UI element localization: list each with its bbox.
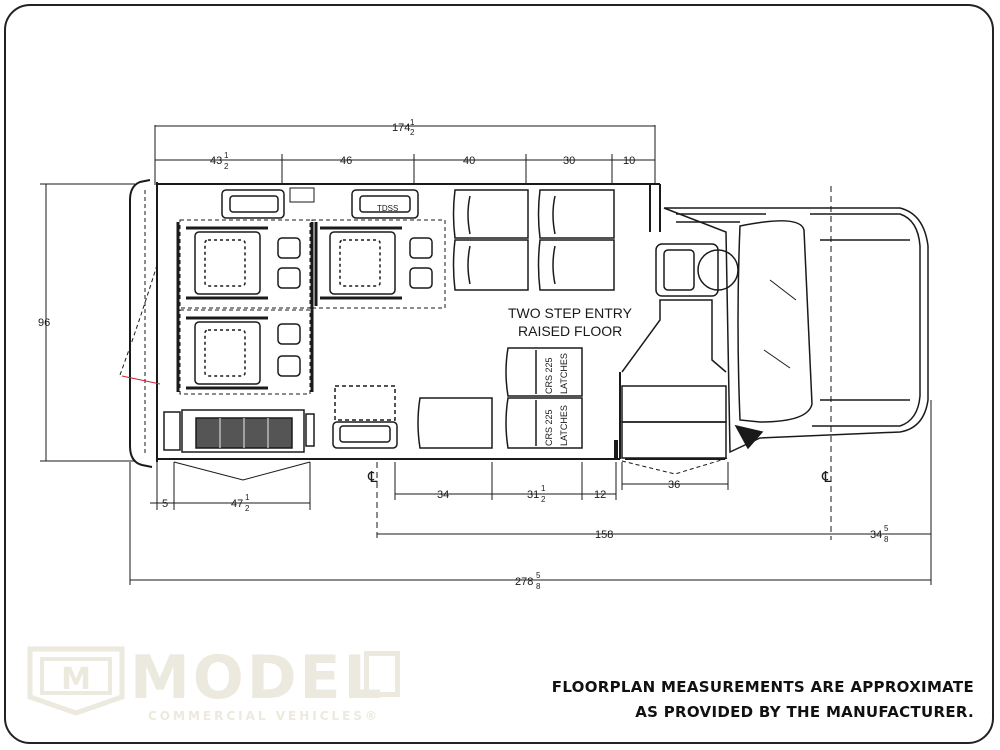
dim-34: 34 [437, 489, 449, 501]
logo-badge-icon: M [27, 646, 125, 716]
svg-text:2: 2 [410, 128, 415, 137]
logo-name: MODEL [130, 643, 385, 713]
top-dimensions [154, 125, 656, 185]
dim-seg-4: 30 [563, 155, 575, 167]
svg-text:2: 2 [245, 504, 250, 513]
left-dimension [40, 183, 135, 462]
axle-centerlines [376, 186, 832, 540]
footer-note-line2: AS PROVIDED BY THE MANUFACTURER. [635, 703, 974, 721]
seat-row-1 [452, 189, 529, 291]
flip-seat-2 [351, 189, 419, 219]
bottom-dimensions [129, 400, 932, 585]
svg-text:8: 8 [536, 582, 541, 591]
top-dimension-labels: 174 1 2 43 1 2 46 40 30 10 [210, 118, 635, 171]
svg-text:2: 2 [224, 162, 229, 171]
svg-text:1: 1 [410, 118, 415, 127]
crs-label-1b: LATCHES [559, 353, 569, 394]
svg-text:M: M [61, 662, 91, 697]
entry-label: TWO STEP ENTRY RAISED FLOOR [508, 305, 633, 339]
single-seat-lower [417, 397, 493, 449]
footer-note-line1: FLOORPLAN MEASUREMENTS ARE APPROXIMATE [551, 678, 974, 696]
seat-row-2 [537, 189, 615, 291]
wheelchair-areas [179, 219, 446, 395]
wheelchair-2 [320, 226, 433, 300]
bottom-dimension-labels: 5 47 1 2 34 31 1 2 12 36 158 34 5 8 278 … [162, 479, 889, 591]
centerline-rear: ℄ [367, 469, 378, 486]
entry-door-swing [621, 457, 729, 475]
company-logo: M MODEL COMMERCIAL VEHICLES® [26, 643, 426, 730]
logo-tagline: COMMERCIAL VEHICLES® [148, 709, 380, 723]
svg-text:1: 1 [245, 493, 250, 502]
tdss-label: TDSS [377, 204, 398, 213]
crs-label-2b: LATCHES [559, 405, 569, 446]
entry-label-line1: TWO STEP ENTRY [508, 305, 633, 321]
svg-text:5: 5 [884, 524, 889, 533]
flip-seat-1 [221, 189, 285, 219]
dim-front-overhang: 34 [870, 529, 882, 541]
svg-text:2: 2 [541, 495, 546, 504]
rear-door [119, 190, 158, 455]
svg-text:1: 1 [224, 151, 229, 160]
wheelchair-1 [186, 226, 301, 300]
dim-31: 31 [527, 489, 539, 501]
svg-text:5: 5 [536, 571, 541, 580]
dim-overall-width: 174 [392, 122, 410, 134]
svg-text:1: 1 [541, 484, 546, 493]
centerline-front: ℄ [821, 469, 832, 486]
dim-seg-5: 10 [623, 155, 635, 167]
small-cabinet [289, 187, 315, 203]
wheelchair-3 [186, 316, 301, 390]
wheelchair-tracks [176, 222, 318, 392]
dim-5: 5 [162, 498, 168, 510]
entry-label-line2: RAISED FLOOR [518, 323, 622, 339]
bus-body [129, 179, 725, 468]
logo-number-icon [364, 651, 400, 697]
dim-12: 12 [594, 489, 606, 501]
dim-seg-3: 40 [463, 155, 475, 167]
dim-wheelbase: 158 [595, 529, 613, 541]
dim-36: 36 [668, 479, 680, 491]
rear-door-marker [121, 375, 161, 385]
svg-text:8: 8 [884, 535, 889, 544]
dim-overall-length: 278 [515, 576, 533, 588]
dim-seg-2: 46 [340, 155, 352, 167]
cab [663, 207, 929, 454]
dim-47: 47 [231, 498, 243, 510]
crs-label-2a: CRS 225 [544, 409, 554, 446]
crs-label-1a: CRS 225 [544, 357, 554, 394]
page-frame [4, 4, 994, 744]
entry-door [614, 299, 727, 459]
lift-door-swing [173, 461, 311, 481]
flip-seat-lower [332, 385, 398, 449]
crs-seats [505, 347, 583, 449]
wheelchair-lift [163, 409, 315, 453]
dim-height: 96 [38, 317, 50, 329]
dim-seg-1: 43 [210, 155, 222, 167]
